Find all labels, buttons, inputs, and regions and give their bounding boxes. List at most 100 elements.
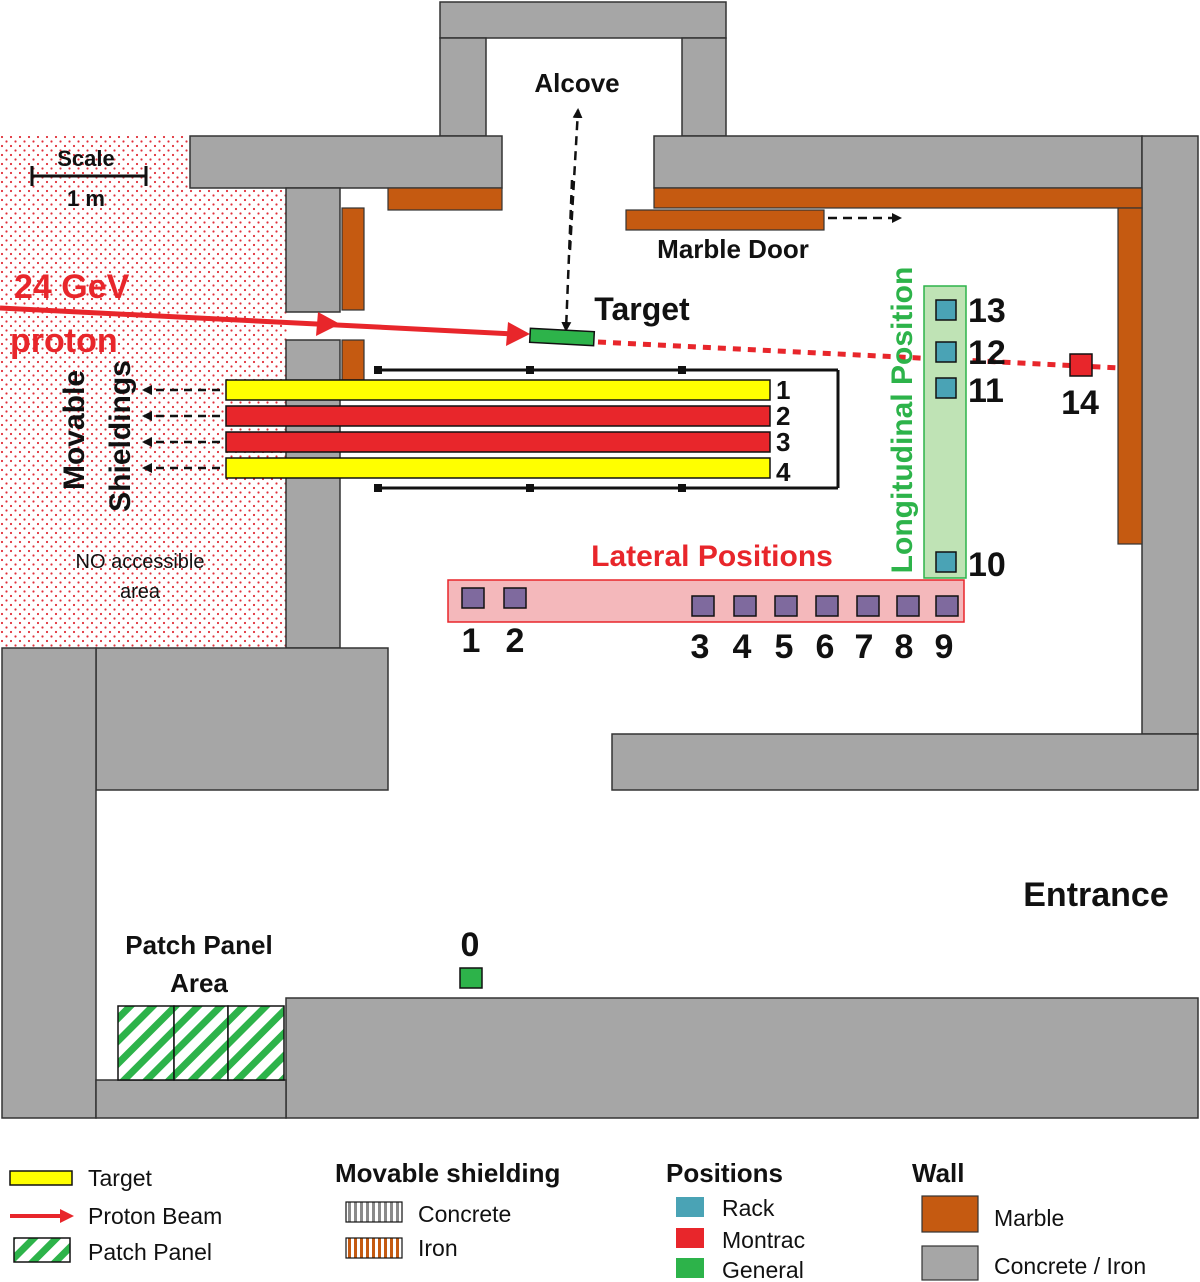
patch-panel — [117, 1005, 175, 1081]
beam-arrowhead-2 — [506, 322, 530, 346]
beam-continuation — [597, 339, 1121, 371]
patch-panels — [117, 1005, 285, 1081]
longitudinal-zone — [923, 285, 967, 579]
rack-position-12 — [935, 341, 957, 363]
patch-panel-line1: Patch Panel — [125, 930, 272, 960]
alcove-label: Alcove — [534, 68, 619, 98]
mid-left-block — [95, 647, 389, 791]
lateral-position-8 — [896, 595, 920, 617]
legend-general-swatch — [676, 1258, 704, 1278]
alcove-arrow-down — [561, 179, 574, 332]
legend-movable-title: Movable shielding — [335, 1158, 560, 1188]
target-block — [528, 327, 596, 347]
marble-door — [625, 209, 825, 231]
patch-panel — [227, 1005, 285, 1081]
target-label: Target — [594, 291, 690, 327]
scale-bar — [30, 166, 148, 186]
beam-label-line2: proton — [10, 322, 118, 360]
right-outer-wall — [1141, 135, 1199, 735]
beam-arrowhead-1 — [316, 312, 340, 336]
rail-marks — [374, 366, 686, 492]
position-number: 10 — [968, 546, 1006, 584]
legend-concrete-iron-label: Concrete / Iron — [994, 1253, 1146, 1279]
alcove-top-wall — [439, 1, 727, 39]
legend-marble-swatch — [921, 1195, 979, 1233]
lateral-position-9 — [935, 595, 959, 617]
left-inner-wall-upper — [285, 187, 341, 313]
legend-rack-label: Rack — [722, 1195, 775, 1221]
legend-concrete-iron-swatch — [921, 1245, 979, 1281]
scale-value: 1 m — [67, 186, 105, 211]
right-lower-wall — [611, 733, 1199, 791]
marble-right — [1117, 207, 1143, 545]
patch-panel-floor — [95, 1079, 287, 1119]
top-right-wall — [653, 135, 1143, 189]
shielding-number: 1 — [776, 375, 790, 405]
position-number: 6 — [816, 628, 835, 666]
rack-positions — [935, 299, 957, 573]
longitudinal-numbers: 13 12 11 10 — [968, 292, 1006, 584]
position-number: 12 — [968, 334, 1006, 372]
lateral-label: Lateral Positions — [591, 540, 833, 573]
rack-position-13 — [935, 299, 957, 321]
legend-concrete-label: Concrete — [418, 1201, 511, 1227]
position-number: 8 — [895, 628, 914, 666]
legend: Target Proton Beam Patch Panel Movable s… — [9, 1158, 1146, 1282]
no-access-line2: area — [120, 581, 161, 603]
legend-concrete-swatch — [345, 1201, 403, 1223]
patch-panel-line2: Area — [170, 968, 228, 998]
legend-patch-label: Patch Panel — [88, 1239, 212, 1265]
position-number: 4 — [733, 628, 752, 666]
patch-panel — [173, 1005, 229, 1081]
rack-position-11 — [935, 377, 957, 399]
shielding-rails — [376, 368, 840, 490]
shielding-numbers: 1 2 3 4 — [776, 375, 791, 487]
legend-beam-label: Proton Beam — [88, 1203, 222, 1229]
movable-shieldings-line2: Shieldings — [104, 360, 137, 512]
lateral-position-1 — [461, 587, 485, 609]
marble-left-upper — [341, 207, 365, 311]
legend-montrac-swatch — [676, 1228, 704, 1248]
position-number: 2 — [506, 622, 525, 660]
rack-position-10 — [935, 551, 957, 573]
position-number: 5 — [775, 628, 794, 666]
scale-title: Scale — [57, 146, 115, 171]
legend-montrac-label: Montrac — [722, 1227, 805, 1253]
position-number: 14 — [1061, 384, 1099, 422]
shielding-3 — [225, 431, 771, 453]
lateral-position-5 — [774, 595, 798, 617]
position-number: 3 — [691, 628, 710, 666]
entrance-label: Entrance — [1023, 876, 1169, 914]
legend-target-label: Target — [88, 1165, 153, 1191]
position-number: 13 — [968, 292, 1006, 330]
lateral-position-4 — [733, 595, 757, 617]
lateral-position-7 — [856, 595, 880, 617]
movable-shieldings — [225, 379, 771, 479]
top-left-wall — [189, 135, 503, 189]
lateral-position-2 — [503, 587, 527, 609]
position-number: 7 — [855, 628, 874, 666]
marble-top-right — [653, 187, 1143, 209]
beam-label-line1: 24 GeV — [14, 268, 130, 306]
legend-iron-label: Iron — [418, 1235, 458, 1261]
position-number: 0 — [461, 926, 480, 964]
lateral-position-6 — [815, 595, 839, 617]
alcove-right-wall — [681, 37, 727, 137]
lateral-positions — [461, 587, 959, 617]
general-position-0 — [459, 967, 483, 989]
movable-shieldings-line1: Movable — [58, 370, 91, 490]
shielding-1 — [225, 379, 771, 401]
proton-beam — [0, 305, 530, 346]
alcove-left-wall — [439, 37, 487, 137]
legend-positions-title: Positions — [666, 1158, 783, 1188]
marble-walls — [341, 187, 1143, 545]
shielding-number: 3 — [776, 427, 790, 457]
shielding-4 — [225, 457, 771, 479]
position-number: 9 — [935, 628, 954, 666]
legend-rack-swatch — [676, 1197, 704, 1217]
legend-marble-label: Marble — [994, 1205, 1064, 1231]
lateral-numbers: 1 2 3 4 5 6 7 8 9 — [462, 622, 954, 666]
left-outer-wall — [1, 647, 97, 1119]
legend-target-swatch — [9, 1170, 73, 1186]
